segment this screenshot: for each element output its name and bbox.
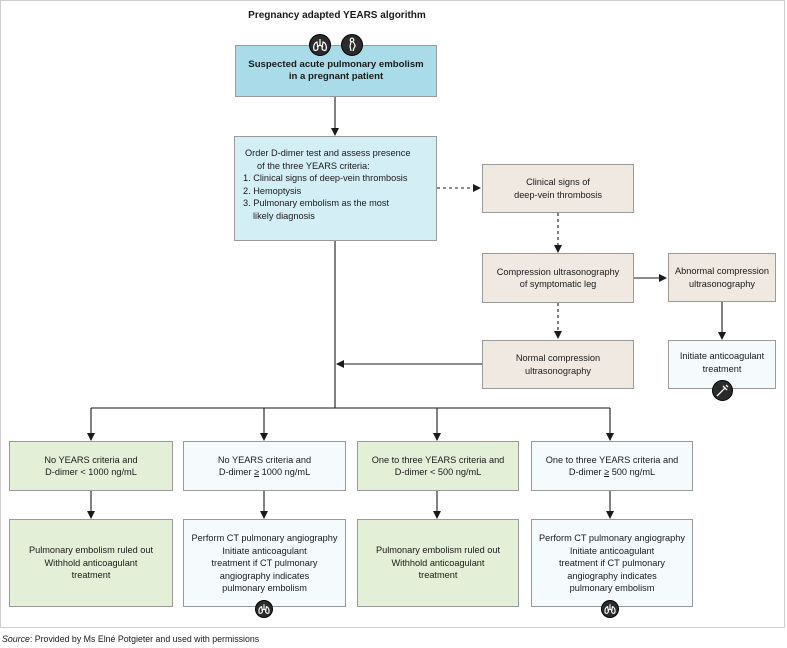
pregnant-woman-icon bbox=[341, 34, 363, 56]
source-note: Source: Provided by Ms Elné Potgieter an… bbox=[2, 634, 259, 644]
source-label: Source bbox=[2, 634, 30, 644]
criteria-2-line-1: No YEARS criteria and bbox=[217, 454, 312, 465]
criteria-4-dimer-label: D-dimer bbox=[568, 467, 605, 477]
cus-line-2: of symptomatic leg bbox=[519, 279, 597, 289]
assess-line-2: of the three YEARS criteria: bbox=[257, 160, 370, 171]
dvt-box: Clinical signs of deep-vein thrombosis bbox=[482, 164, 634, 213]
criteria-2-line-2: D-dimer ≥ 1000 ng/mL bbox=[219, 466, 310, 479]
criteria-4-line-2: D-dimer ≥ 500 ng/mL bbox=[569, 466, 655, 479]
criteria-1-line-1: No YEARS criteria and bbox=[44, 454, 138, 465]
start-box: Suspected acute pulmonary embolism in a … bbox=[235, 45, 437, 97]
figure-frame bbox=[0, 0, 785, 628]
criteria-4-threshold: 500 ng/mL bbox=[609, 467, 656, 477]
criterion-2: 2. Hemoptysis bbox=[243, 185, 302, 196]
normal-line-2: ultrasonography bbox=[525, 365, 591, 376]
outcome-1-line-2: Withhold anticoagulant bbox=[44, 557, 138, 568]
outcome-3-line-1: Pulmonary embolism ruled out bbox=[375, 545, 501, 556]
outcome-4-line-2: Initiate anticoagulant bbox=[569, 545, 655, 556]
diagram-title: Pregnancy adapted YEARS algorithm bbox=[248, 10, 426, 21]
dvt-line-1: Clinical signs of bbox=[526, 177, 590, 187]
outcome-2-line-5: pulmonary embolism bbox=[222, 583, 307, 593]
criteria-4-line-1: One to three YEARS criteria and bbox=[545, 454, 679, 465]
criteria-4-gte-symbol: ≥ bbox=[604, 467, 610, 477]
lungs-icon bbox=[601, 600, 619, 618]
assess-line-1: Order D-dimer test and assess presence bbox=[245, 148, 411, 158]
criterion-3-cont: likely diagnosis bbox=[253, 210, 315, 221]
outcome-3-line-2: Withhold anticoagulant bbox=[391, 557, 485, 568]
outcome-4-line-3: treatment if CT pulmonary bbox=[558, 558, 666, 568]
lungs-icon bbox=[255, 600, 273, 618]
start-line-2: in a pregnant patient bbox=[288, 71, 384, 82]
cus-line-1: Compression ultrasonography bbox=[496, 266, 620, 277]
outcome-box-2: Perform CT pulmonary angiography Initiat… bbox=[183, 519, 346, 607]
cus-box: Compression ultrasonography of symptomat… bbox=[482, 253, 634, 303]
outcome-2-line-3: treatment if CT pulmonary bbox=[211, 558, 318, 568]
outcome-box-1: Pulmonary embolism ruled out Withhold an… bbox=[9, 519, 173, 607]
lungs-icon bbox=[309, 34, 331, 56]
source-text: : Provided by Ms Elné Potgieter and used… bbox=[29, 634, 260, 644]
outcome-2-line-1: Perform CT pulmonary angiography bbox=[191, 533, 338, 543]
abnormal-line-2: ultrasonography bbox=[689, 278, 755, 289]
criterion-1: 1. Clinical signs of deep-vein thrombosi… bbox=[243, 173, 408, 183]
outcome-1-line-3: treatment bbox=[71, 570, 111, 581]
criterion-3: 3. Pulmonary embolism as the most bbox=[243, 198, 390, 208]
normal-line-1: Normal compression bbox=[515, 353, 601, 363]
dvt-line-2: deep-vein thrombosis bbox=[514, 189, 602, 200]
normal-box: Normal compression ultrasonography bbox=[482, 340, 634, 389]
outcome-box-4: Perform CT pulmonary angiography Initiat… bbox=[531, 519, 693, 607]
criteria-3-line-2: D-dimer < 500 ng/mL bbox=[394, 467, 482, 477]
criteria-1-line-2: D-dimer < 1000 ng/mL bbox=[45, 467, 137, 477]
criteria-2-dimer-label: D-dimer bbox=[218, 467, 255, 477]
abnormal-line-1: Abnormal compression bbox=[675, 266, 769, 276]
outcome-4-line-4: angiography indicates bbox=[567, 570, 657, 581]
outcome-1-line-1: Pulmonary embolism ruled out bbox=[28, 545, 154, 556]
criteria-box-3: One to three YEARS criteria and D-dimer … bbox=[357, 441, 519, 491]
abnormal-box: Abnormal compression ultrasonography bbox=[668, 253, 776, 302]
syringe-icon bbox=[712, 380, 733, 401]
outcome-4-line-1: Perform CT pulmonary angiography bbox=[539, 533, 685, 543]
assess-box: Order D-dimer test and assess presence o… bbox=[234, 136, 437, 241]
outcome-2-line-2: Initiate anticoagulant bbox=[222, 545, 307, 556]
outcome-box-3: Pulmonary embolism ruled out Withhold an… bbox=[357, 519, 519, 607]
criteria-box-2: No YEARS criteria and D-dimer ≥ 1000 ng/… bbox=[183, 441, 346, 491]
criteria-3-line-1: One to three YEARS criteria and bbox=[371, 454, 505, 465]
outcome-2-line-4: angiography indicates bbox=[219, 570, 310, 581]
criteria-2-gte-symbol: ≥ bbox=[254, 467, 260, 477]
anticoag-box: Initiate anticoagulant treatment bbox=[668, 340, 776, 389]
outcome-3-line-3: treatment bbox=[418, 570, 458, 581]
criteria-box-4: One to three YEARS criteria and D-dimer … bbox=[531, 441, 693, 491]
anticoag-line-1: Initiate anticoagulant bbox=[679, 351, 765, 361]
criteria-box-1: No YEARS criteria and D-dimer < 1000 ng/… bbox=[9, 441, 173, 491]
outcome-4-line-5: pulmonary embolism bbox=[569, 583, 655, 593]
anticoag-line-2: treatment bbox=[702, 363, 742, 374]
start-line-1: Suspected acute pulmonary embolism bbox=[248, 58, 424, 70]
criteria-2-threshold: 1000 ng/mL bbox=[259, 467, 311, 477]
